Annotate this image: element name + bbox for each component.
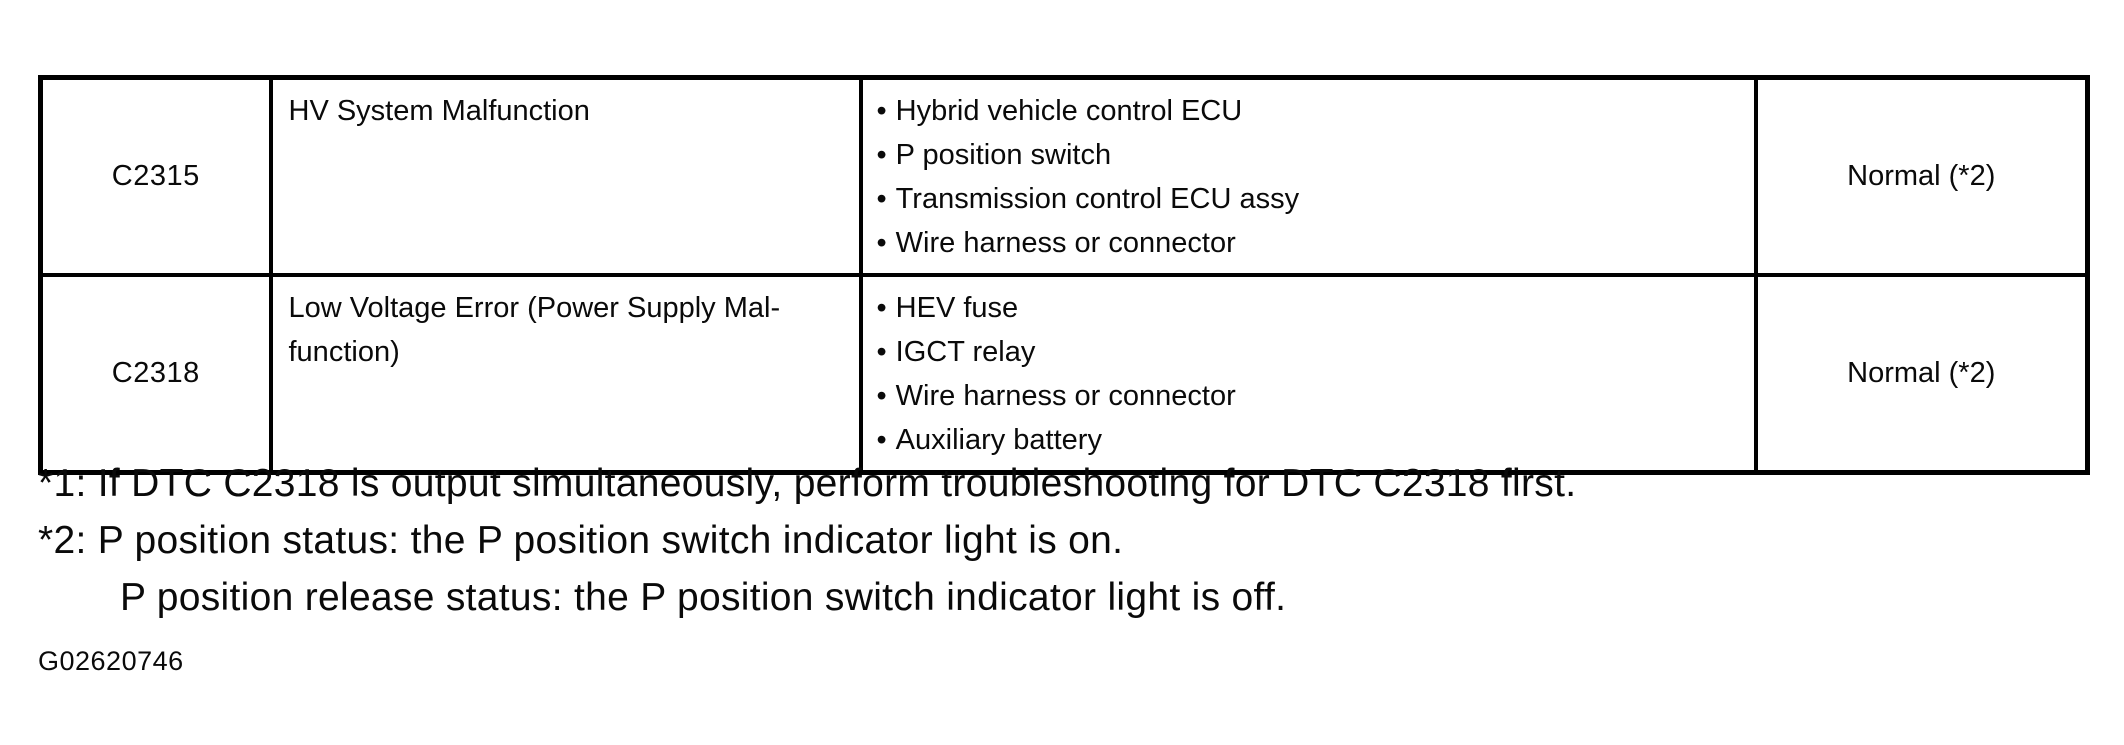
list-item: •IGCT relay — [877, 330, 1740, 374]
cause-text: Wire harness or connector — [895, 227, 1236, 259]
list-item: •Wire harness or connector — [877, 221, 1740, 265]
footnote-1: *1: If DTC C2318 is output simultaneousl… — [38, 462, 1577, 505]
dtc-code-cell: C2315 — [38, 75, 273, 277]
bullet-icon: • — [876, 95, 887, 127]
bullet-icon: • — [876, 380, 887, 412]
dtc-code-cell: C2318 — [38, 273, 273, 475]
bullet-icon: • — [876, 139, 887, 171]
dtc-status-cell: Normal (*2) — [1753, 75, 2090, 277]
list-item: •Hybrid vehicle control ECU — [877, 89, 1740, 133]
dtc-description-cell: Low Voltage Error (Power Supply Mal- fun… — [268, 273, 863, 475]
dtc-causes-cell: •Hybrid vehicle control ECU •P position … — [858, 75, 1758, 277]
footnote-2: *2: P position status: the P position sw… — [38, 519, 1124, 562]
cause-text: IGCT relay — [895, 336, 1036, 368]
bullet-icon: • — [876, 336, 887, 368]
list-item: •P position switch — [877, 133, 1740, 177]
cause-text: Transmission control ECU assy — [895, 183, 1300, 215]
list-item: •HEV fuse — [877, 286, 1740, 330]
dtc-status-cell: Normal (*2) — [1753, 273, 2090, 475]
dtc-description-cell: HV System Malfunction — [268, 75, 863, 277]
list-item: •Transmission control ECU assy — [877, 177, 1740, 221]
cause-text: P position switch — [895, 139, 1112, 171]
table-row: C2318 Low Voltage Error (Power Supply Ma… — [38, 273, 2090, 475]
footnote-2-continued: P position release status: the P positio… — [120, 576, 1287, 619]
dtc-table: C2315 HV System Malfunction •Hybrid vehi… — [38, 75, 2090, 475]
cause-text: Wire harness or connector — [895, 380, 1236, 412]
dtc-causes-cell: •HEV fuse •IGCT relay •Wire harness or c… — [858, 273, 1758, 475]
bullet-icon: • — [876, 183, 887, 215]
cause-text: Auxiliary battery — [895, 424, 1102, 456]
footnotes: *1: If DTC C2318 is output simultaneousl… — [38, 455, 2078, 626]
table-row: C2315 HV System Malfunction •Hybrid vehi… — [38, 75, 2090, 277]
bullet-icon: • — [876, 424, 887, 456]
cause-text: Hybrid vehicle control ECU — [895, 95, 1243, 127]
list-item: •Auxiliary battery — [877, 418, 1740, 462]
bullet-icon: • — [876, 292, 887, 324]
list-item: •Wire harness or connector — [877, 374, 1740, 418]
cause-text: HEV fuse — [895, 292, 1019, 324]
figure-id: G02620746 — [38, 646, 184, 676]
bullet-icon: • — [876, 227, 887, 259]
